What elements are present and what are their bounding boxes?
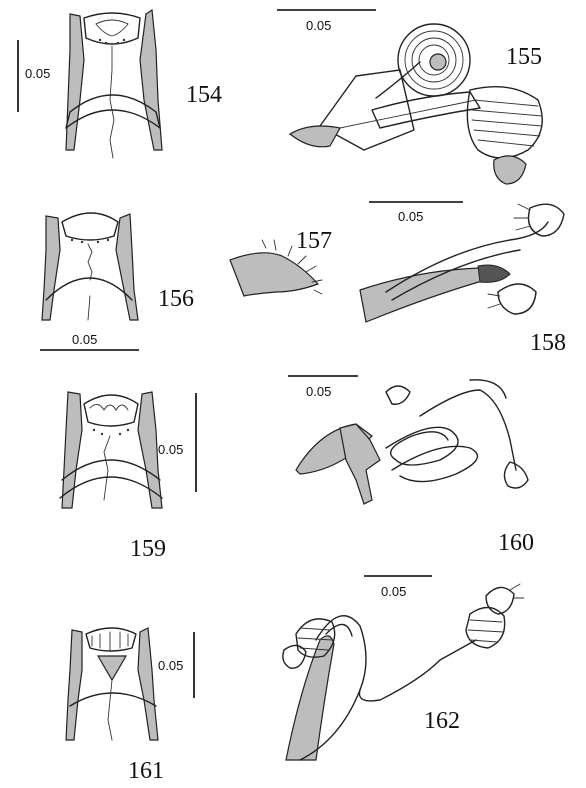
figure-number-157: 157 xyxy=(296,228,332,254)
figure-number-160: 160 xyxy=(498,530,534,556)
figure-number-155: 155 xyxy=(506,44,542,70)
scale-label-155: 0.05 xyxy=(306,18,332,33)
drawing-155 xyxy=(288,23,543,185)
scale-label-158: 0.05 xyxy=(398,209,424,224)
drawing-157 xyxy=(229,239,323,297)
drawing-154 xyxy=(65,8,163,159)
scale-label-161: 0.05 xyxy=(158,658,184,673)
scale-label-156: 0.05 xyxy=(72,332,98,347)
drawing-156 xyxy=(41,212,139,321)
figure-number-159: 159 xyxy=(130,536,166,562)
scale-label-159: 0.05 xyxy=(158,442,184,457)
scale-label-162: 0.05 xyxy=(381,584,407,599)
drawing-160 xyxy=(295,379,529,505)
drawing-161 xyxy=(65,627,159,741)
figure-number-156: 156 xyxy=(158,286,194,312)
drawing-158 xyxy=(359,203,565,323)
figure-number-154: 154 xyxy=(186,82,222,108)
drawing-159 xyxy=(59,391,163,509)
scale-label-160: 0.05 xyxy=(306,384,332,399)
figure-number-158: 158 xyxy=(530,330,566,356)
figure-number-161: 161 xyxy=(128,758,164,784)
drawing-162 xyxy=(282,583,525,761)
figure-number-162: 162 xyxy=(424,708,460,734)
scale-label-154: 0.05 xyxy=(25,66,51,81)
